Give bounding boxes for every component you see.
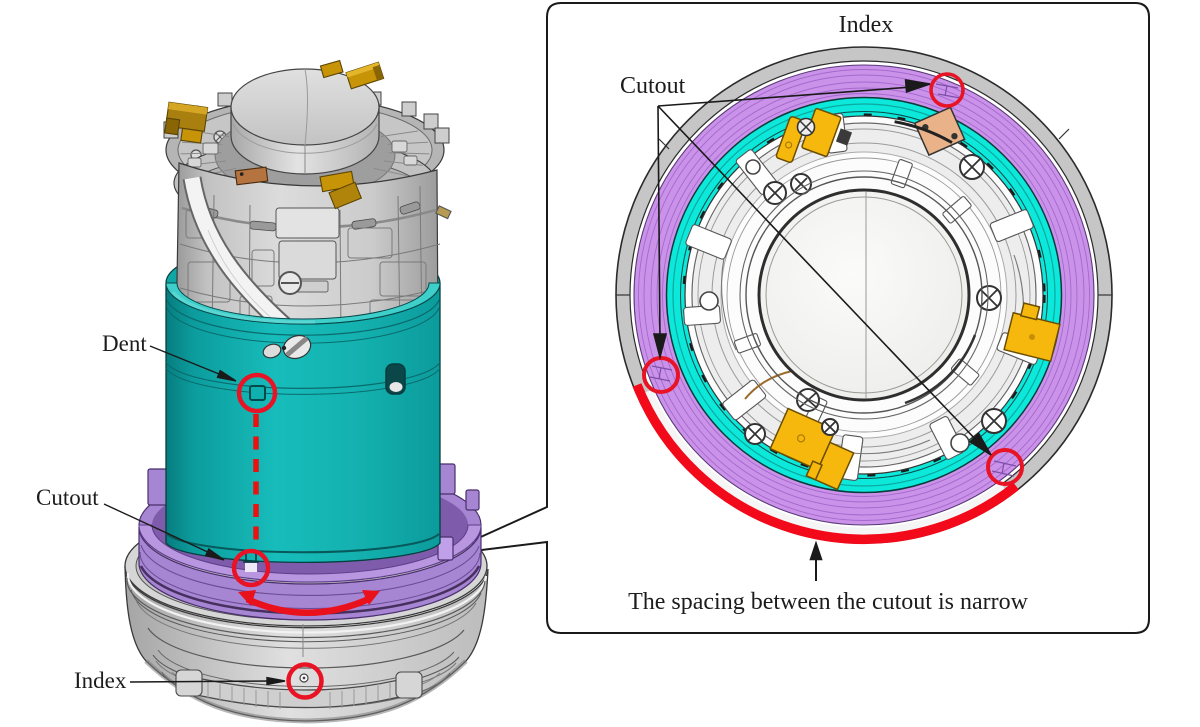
svg-text:Cutout: Cutout: [36, 485, 99, 510]
svg-text:Index: Index: [839, 12, 894, 38]
svg-text:Index: Index: [74, 668, 127, 693]
svg-text:Dent: Dent: [102, 331, 147, 356]
svg-text:The spacing between the cutout: The spacing between the cutout is narrow: [628, 589, 1029, 615]
svg-text:Cutout: Cutout: [620, 73, 686, 99]
